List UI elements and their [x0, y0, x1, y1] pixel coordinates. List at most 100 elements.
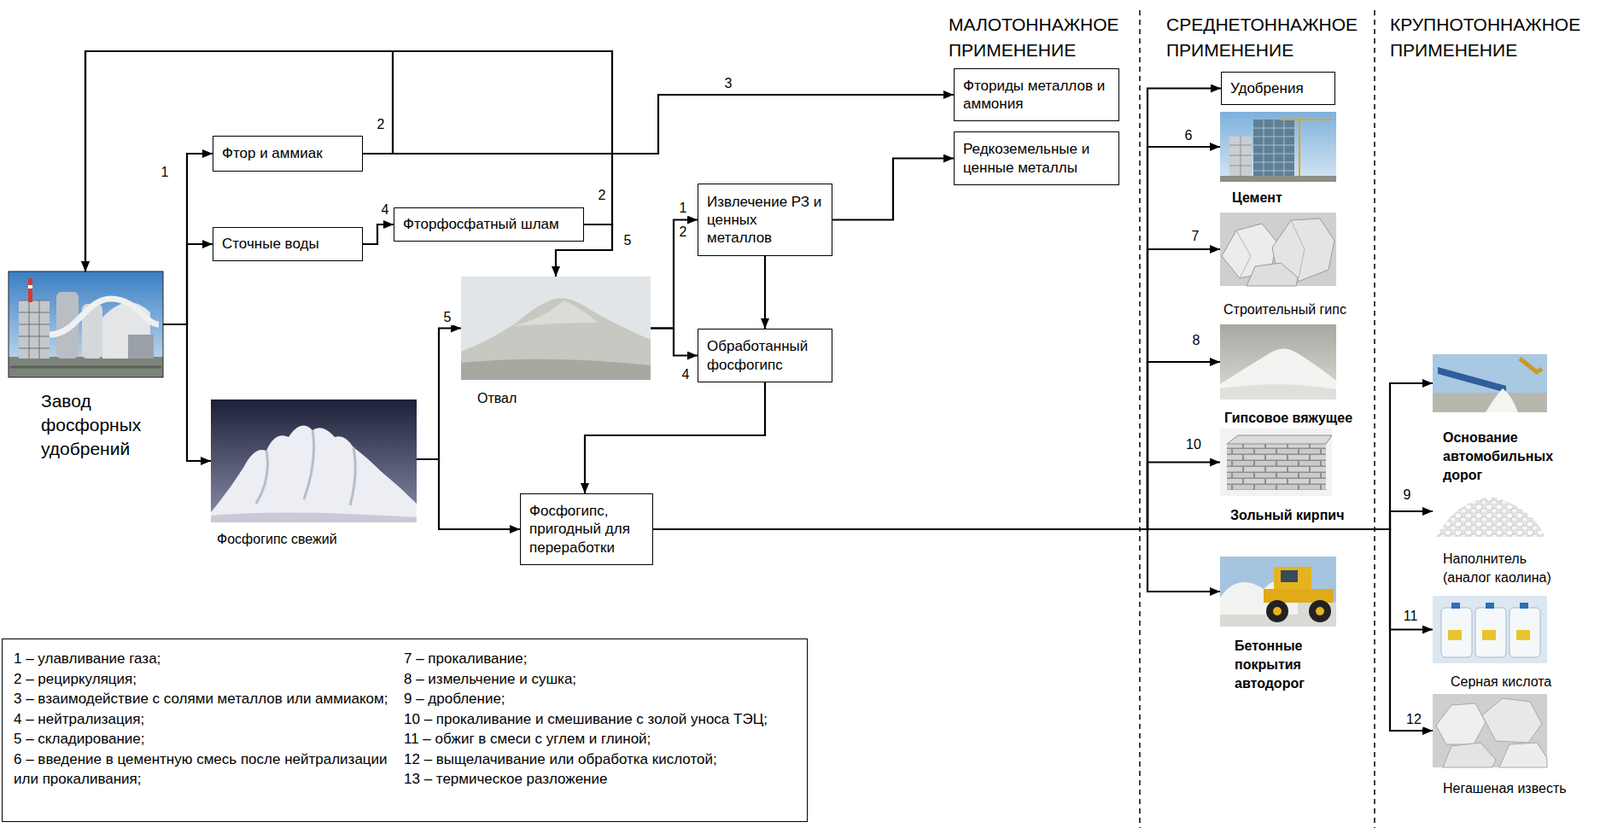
flow-arrow	[163, 244, 213, 325]
flow-arrow	[163, 324, 211, 462]
flow-arrow	[584, 382, 765, 494]
legend-text: 12 – выщелачивание или обработка кислото…	[403, 751, 718, 768]
legend-column: 7 – прокаливание;8 – измельчение и сушка…	[403, 648, 780, 790]
flow-arrow	[653, 88, 1221, 531]
flow-arrow	[650, 328, 698, 357]
picture-caption: Серная кислота	[1450, 672, 1579, 692]
product-picture: Строительный гипс	[1220, 212, 1337, 287]
legend-entry: 11 – обжиг в смеси с углем и глиной;	[403, 729, 780, 750]
flow-arrow	[163, 153, 213, 325]
brick-photo	[1220, 428, 1332, 497]
flow-arrow	[653, 529, 1433, 631]
flow-arrow	[650, 220, 698, 329]
flow-arrow	[764, 256, 766, 329]
factory-photo	[8, 271, 164, 378]
product-picture: Серная кислота	[1432, 595, 1548, 664]
legend-entry: 5 – складирование;	[13, 729, 390, 750]
legend-entry: 2 – рециркуляция;	[13, 669, 390, 690]
legend-text: 5 – складирование;	[13, 730, 146, 748]
callout-number: 2	[596, 187, 608, 204]
acid-canisters-photo	[1432, 595, 1548, 664]
dump-photo	[461, 276, 651, 380]
road-paving-photo	[1220, 556, 1337, 627]
product-picture: Завод фосфорных удобрений	[8, 271, 164, 378]
product-picture: Зольный кирпич	[1220, 428, 1332, 497]
callout-number: 4	[379, 202, 392, 218]
section-divider	[1373, 10, 1376, 828]
box-label: Фосфогипс, пригодный для переработки	[529, 502, 644, 557]
process-box: Удобрения	[1220, 71, 1336, 106]
box-label: Редкоземельные и ценные металлы	[963, 140, 1110, 177]
product-picture: Негашеная известь	[1432, 694, 1548, 768]
legend-text: 1 – улавливание газа;	[13, 650, 161, 667]
product-picture: Наполнитель (аналог каолина)	[1432, 485, 1548, 538]
callout-number: 9	[1401, 487, 1414, 503]
callout-number: 1	[677, 200, 690, 217]
lime-photo	[1432, 694, 1548, 768]
legend-text: 6 – введение в цементную смесь после ней…	[13, 751, 388, 789]
product-picture: Основание автомобильных дорог	[1432, 354, 1548, 413]
product-picture: Бетонные покрытия автодорог	[1220, 556, 1337, 627]
flow-arrow	[416, 328, 462, 461]
product-picture: Гипсовое вяжущее	[1220, 324, 1337, 400]
box-label: Фтор и аммиак	[221, 144, 354, 163]
legend-entry: 13 – термическое разложение	[403, 769, 780, 790]
legend-text: 13 – термическое разложение	[403, 770, 608, 788]
cement-photo	[1220, 111, 1337, 182]
flow-arrow	[653, 462, 1221, 531]
callout-number: 11	[1401, 608, 1420, 625]
process-box: Фторфосфатный шлам	[393, 207, 584, 242]
legend-entry: 8 – измельчение и сушка;	[403, 669, 780, 690]
process-box: Фтор и аммиак	[212, 135, 363, 172]
picture-caption: Строительный гипс	[1223, 300, 1369, 320]
callout-number: 4	[680, 367, 692, 383]
legend-column: 1 – улавливание газа; 2 – рециркуляция;3 …	[13, 648, 390, 790]
box-label: Фторфосфатный шлам	[402, 215, 575, 234]
box-label: Фториды металлов и аммония	[963, 76, 1110, 114]
picture-caption: Наполнитель (аналог каолина)	[1442, 549, 1567, 588]
callout-number: 10	[1184, 437, 1203, 453]
legend-entry: 3 – взаимодействие с солями металлов или…	[13, 689, 390, 710]
legend-text: 3 – взаимодействие с солями металлов или…	[13, 690, 388, 707]
flow-arrow	[362, 224, 394, 245]
legend-entry: 4 – нейтрализация;	[13, 709, 390, 730]
picture-caption: Негашеная известь	[1442, 779, 1580, 799]
process-box: Фториды металлов и аммония	[953, 68, 1120, 122]
product-picture: Отвал	[461, 276, 651, 380]
legend-text: 4 – нейтрализация;	[13, 711, 145, 728]
picture-caption: Основание автомобильных дорог	[1442, 428, 1563, 485]
section-header: КРУПНОТОННАЖНОЕ ПРИМЕНЕНИЕ	[1389, 11, 1595, 64]
box-label: Извлечение РЗ и ценных металлов	[706, 192, 824, 248]
process-box: Редкоземельные и ценные металлы	[953, 131, 1120, 186]
filler-photo	[1432, 485, 1548, 538]
flow-arrow	[653, 362, 1221, 530]
connector-group	[85, 51, 1433, 731]
flow-arrow	[362, 94, 954, 154]
callout-number: 5	[442, 309, 454, 326]
process-box: Фосфогипс, пригодный для переработки	[519, 493, 654, 566]
flow-arrow	[653, 249, 1221, 530]
legend-text: 8 – измельчение и сушка;	[403, 671, 577, 688]
picture-caption: Зольный кирпич	[1230, 506, 1372, 526]
picture-caption: Бетонные покрытия автодорог	[1234, 636, 1338, 694]
legend-entry: 1 – улавливание газа;	[13, 648, 390, 670]
flow-arrow	[416, 459, 520, 530]
powder-photo	[210, 399, 417, 523]
product-picture: Цемент	[1220, 111, 1337, 182]
picture-caption: Отвал	[477, 389, 606, 409]
legend-box: 1 – улавливание газа; 2 – рециркуляция;3 …	[1, 638, 808, 823]
legend-text: 9 – дробление;	[403, 690, 506, 707]
legend-text: 10 – прокаливание и смешивание с золой у…	[403, 711, 768, 728]
road-base-photo	[1432, 354, 1548, 413]
legend-entry: 10 – прокаливание и смешивание с золой у…	[403, 709, 780, 730]
callout-number: 12	[1404, 712, 1424, 728]
flow-arrow	[85, 51, 393, 272]
legend-entry: 6 – введение в цементную смесь после ней…	[13, 749, 390, 790]
process-box: Извлечение РЗ и ценных металлов	[697, 183, 833, 257]
process-box: Обработанный фосфогипс	[697, 328, 833, 383]
legend-entry: 9 – дробление;	[403, 689, 780, 710]
product-picture: Фосфогипс свежий	[210, 399, 417, 523]
callout-number: 6	[1183, 128, 1195, 144]
picture-caption: Фосфогипс свежий	[216, 530, 388, 549]
